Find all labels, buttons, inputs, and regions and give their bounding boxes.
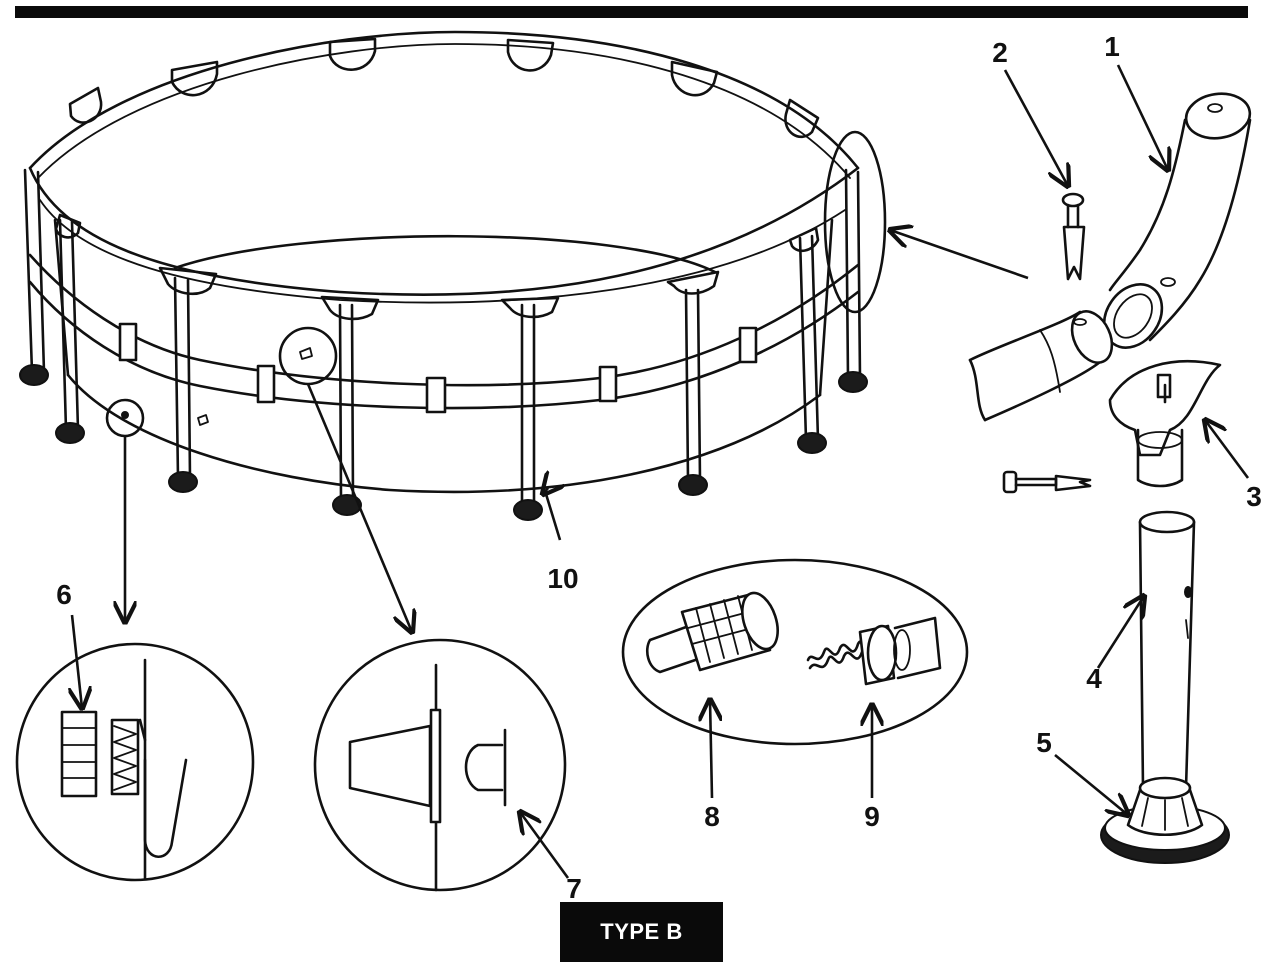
type-badge: TYPE B — [560, 902, 723, 962]
joint-highlight-ellipse — [823, 130, 887, 314]
part-2-joint-pin — [1061, 192, 1086, 281]
part-1-elbow-joint — [1102, 92, 1252, 349]
callout-6: 6 — [56, 579, 72, 610]
callout-9: 9 — [864, 801, 880, 832]
part-6-strainer-inset — [15, 642, 255, 882]
type-badge-label: TYPE B — [600, 919, 683, 944]
callout-7: 7 — [566, 873, 582, 904]
leg-bolt — [1002, 470, 1092, 494]
callout-5: 5 — [1036, 727, 1052, 758]
part-3-t-connector — [1108, 360, 1222, 488]
part-4-vertical-leg — [1138, 510, 1196, 797]
part-5-leg-cap — [1100, 776, 1230, 864]
callout-10: 10 — [547, 563, 578, 594]
pool-legs — [19, 168, 868, 521]
callout-1: 1 — [1104, 31, 1120, 62]
callout-3: 3 — [1246, 481, 1262, 512]
callout-4: 4 — [1086, 663, 1102, 694]
callout-8: 8 — [704, 801, 720, 832]
top-rule — [15, 6, 1248, 18]
part-7-connector-inset — [313, 638, 567, 892]
horizontal-beam — [968, 310, 1114, 422]
parts-8-9-inset — [621, 558, 969, 746]
pool-illustration — [19, 30, 887, 521]
callout-2: 2 — [992, 37, 1008, 68]
